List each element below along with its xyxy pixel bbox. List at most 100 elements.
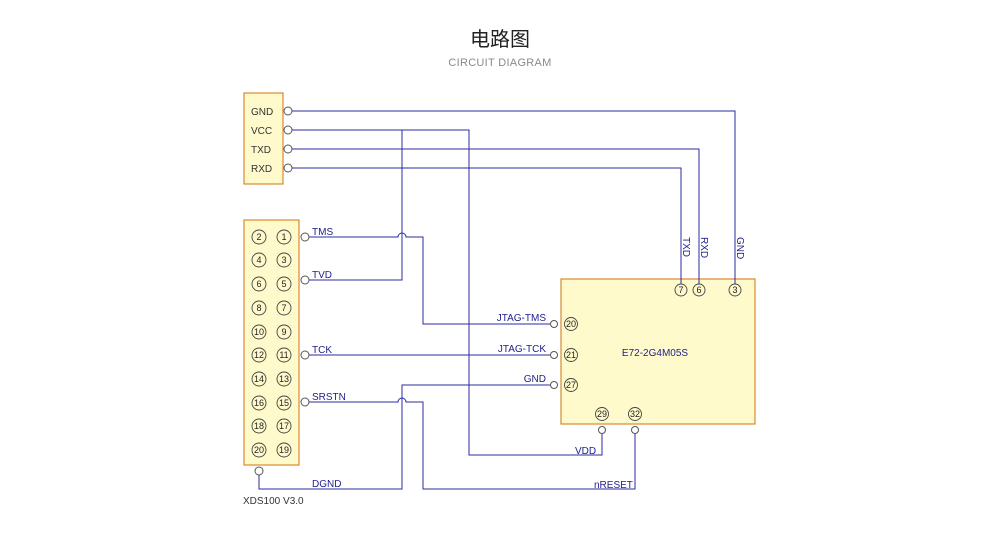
uart-header: GND VCC TXD RXD [251, 106, 293, 175]
module-pin-terminal [550, 351, 558, 359]
diagram-subtitle: CIRCUIT DIAGRAM [448, 57, 551, 69]
module-pin-number: 7 [678, 285, 683, 295]
module-pin-terminal [598, 426, 606, 434]
module-pin-number: 21 [566, 350, 576, 360]
wire-txd [292, 148, 700, 284]
module-name: E72-2G4M05S [622, 348, 688, 359]
jtag-pin-circle [251, 442, 267, 458]
uart-pin-label-txd: TXD [251, 145, 271, 156]
jtag-pin-tms [300, 232, 310, 242]
jtag-pin-circle [276, 324, 292, 340]
jtag-pin-number: 10 [254, 327, 264, 337]
jtag-header-name: XDS100 V3.0 [243, 496, 304, 507]
jtag-pin-number: 7 [281, 303, 286, 313]
jtag-pin-number: 3 [281, 255, 286, 265]
uart-pin-vcc [283, 125, 293, 135]
module-body [560, 278, 756, 425]
jtag-pin-circle [251, 395, 267, 411]
module-pin-circle [595, 407, 609, 421]
jtag-pin-number: 17 [279, 421, 289, 431]
rf-module: E72-2G4M05S 7 6 3 TXD RXD GND 20 21 27 J… [497, 237, 745, 491]
jtag-pin-number: 12 [254, 350, 264, 360]
jtag-pin-number: 13 [279, 374, 289, 384]
jtag-pin-number: 20 [254, 445, 264, 455]
module-pin-label-gnd-left: GND [524, 374, 546, 385]
jtag-pin-circle [276, 229, 292, 245]
module-pin-number: 20 [566, 319, 576, 329]
module-pin-number: 3 [732, 285, 737, 295]
jtag-pin-circle [251, 418, 267, 434]
jtag-pin-circle [276, 276, 292, 292]
module-pin-circle [564, 348, 578, 362]
module-pin-terminal [550, 320, 558, 328]
jtag-pin-circle [276, 418, 292, 434]
module-pin-circle [728, 283, 742, 297]
module-pin-label-txd: TXD [680, 237, 691, 257]
wire-srstn-nreset [309, 397, 636, 490]
module-pin-number: 29 [597, 409, 607, 419]
module-pin-circle [564, 317, 578, 331]
module-pin-number: 32 [630, 409, 640, 419]
module-pin-label-gnd: GND [734, 237, 745, 259]
signal-label-dgnd: DGND [312, 479, 341, 490]
module-pin-label-jtag-tms: JTAG-TMS [497, 313, 547, 324]
jtag-pin-circle [276, 300, 292, 316]
jtag-pin-number: 2 [256, 232, 261, 242]
jtag-pin-circle [276, 395, 292, 411]
jtag-pin-circle [251, 229, 267, 245]
uart-pin-label-rxd: RXD [251, 164, 272, 175]
uart-pin-txd [283, 144, 293, 154]
module-pin-terminal [550, 381, 558, 389]
module-pin-circle [692, 283, 706, 297]
jtag-pin-number: 11 [279, 350, 288, 360]
module-pin-circle [674, 283, 688, 297]
jtag-pin-circle [251, 371, 267, 387]
jtag-header-body [243, 219, 300, 466]
jtag-pin-circle [251, 324, 267, 340]
jtag-pin-number: 15 [279, 398, 289, 408]
module-pin-circle [564, 378, 578, 392]
signal-label-tms: TMS [312, 227, 333, 238]
jtag-pin-circle [251, 300, 267, 316]
jtag-pin-number: 16 [254, 398, 264, 408]
signal-label-tvd: TVD [312, 270, 332, 281]
wire-gnd-dgnd [258, 384, 550, 490]
jtag-pin-dgnd [254, 466, 264, 476]
net-label-nreset: nRESET [594, 480, 633, 491]
uart-pin-label-vcc: VCC [251, 126, 272, 137]
jtag-pin-tck [300, 350, 310, 360]
module-pin-number: 27 [566, 380, 576, 390]
jtag-pin-circle [276, 347, 292, 363]
jtag-pin-circle [251, 276, 267, 292]
jtag-pin-circle [251, 347, 267, 363]
diagram-title: 电路图 [470, 28, 530, 51]
uart-header-body [243, 92, 284, 185]
wire-tms [309, 232, 550, 325]
net-label-vdd: VDD [575, 446, 596, 457]
uart-pin-gnd [283, 106, 293, 116]
module-pin-circle [628, 407, 642, 421]
jtag-pin-number: 18 [254, 421, 264, 431]
jtag-pin-circle [276, 371, 292, 387]
jtag-pin-number: 9 [281, 327, 286, 337]
jtag-pin-srstn [300, 397, 310, 407]
jtag-pin-number: 5 [281, 279, 286, 289]
jtag-pin-number: 4 [256, 255, 261, 265]
jtag-header: 2 4 6 8 10 12 14 16 18 20 1 3 5 7 9 11 1… [243, 227, 346, 507]
jtag-pin-tvd [300, 275, 310, 285]
wire-rxd [292, 167, 682, 284]
jtag-pin-number: 19 [279, 445, 289, 455]
jtag-pin-number: 6 [256, 279, 261, 289]
signal-label-tck: TCK [312, 345, 332, 356]
wire-vcc-vdd [292, 129, 603, 456]
jtag-pin-circle [276, 252, 292, 268]
module-pin-label-jtag-tck: JTAG-TCK [498, 344, 546, 355]
wires [258, 110, 736, 490]
jtag-pin-number: 8 [256, 303, 261, 313]
jtag-pin-circle [251, 252, 267, 268]
wire-gnd [292, 110, 736, 284]
uart-pin-rxd [283, 163, 293, 173]
jtag-pin-circle [276, 442, 292, 458]
module-pin-terminal [631, 426, 639, 434]
